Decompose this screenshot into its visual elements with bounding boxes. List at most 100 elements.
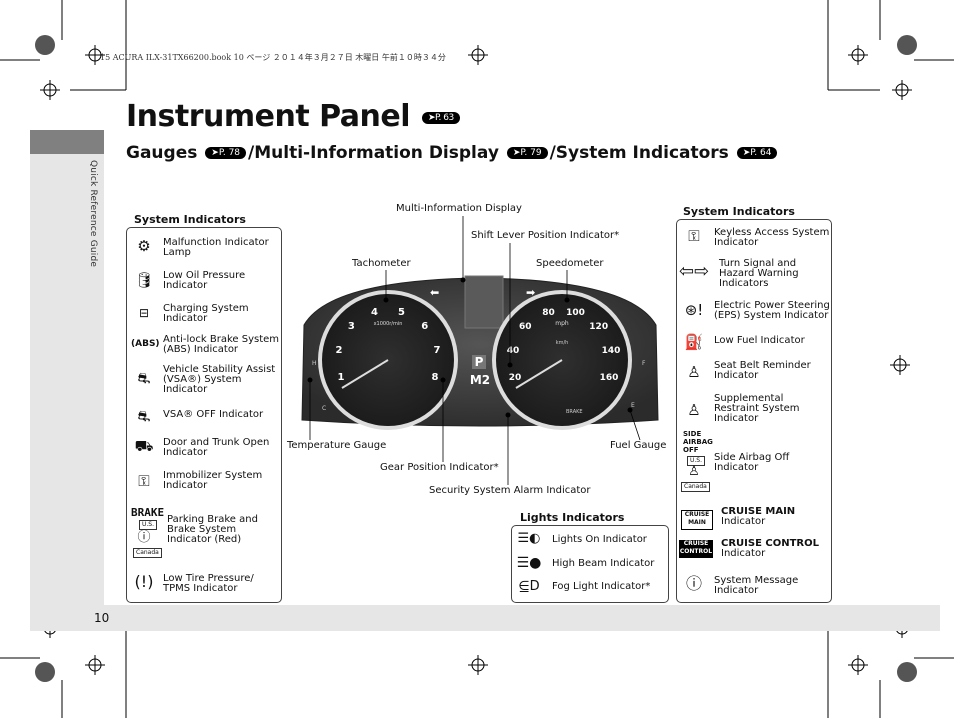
left-item-label: Vehicle Stability Assist (VSA®) System I… — [163, 364, 276, 395]
tire-pressure-icon: (!) — [134, 572, 154, 591]
dial-numeral: 40 — [507, 346, 520, 356]
callout-fuel: Fuel Gauge — [610, 440, 667, 451]
gauges-page-ref-link[interactable]: P. 78 — [205, 147, 247, 159]
us-badge: U.S. — [687, 456, 706, 466]
right-item-label: Indicator — [721, 548, 766, 559]
lights-box-title: Lights Indicators — [520, 511, 625, 524]
steering-icon: ⊛! — [684, 301, 704, 319]
side-airbag-canada-icon: ♙ — [688, 464, 700, 479]
lights-on-icon: ☰◐ — [517, 531, 541, 546]
sidebar-label: Quick Reference Guide — [88, 160, 98, 268]
left-item-label: Charging System Indicator — [163, 303, 249, 324]
right-item-label: System Message Indicator — [714, 575, 799, 596]
right-box-title: System Indicators — [683, 205, 795, 218]
footer-bar — [30, 605, 940, 631]
right-item-label-bold: CRUISE CONTROL — [721, 538, 819, 549]
right-turn-arrow-icon: ➡ — [526, 286, 535, 299]
temp-c-label: C — [322, 405, 326, 412]
page-title-text: Instrument Panel — [126, 99, 411, 134]
battery-icon: ⊟ — [138, 306, 150, 320]
airbag-icon: ♙ — [687, 401, 701, 419]
skid-car-icon: ⛐ — [137, 369, 151, 387]
lights-indicators-box: ☰◐ Lights On Indicator ☰● High Beam Indi… — [511, 525, 669, 603]
dial-numeral: 1 — [338, 372, 345, 383]
callout-security: Security System Alarm Indicator — [429, 485, 591, 496]
cruise-control-icon: CRUISE CONTROL — [679, 540, 713, 558]
fog-light-icon: ⋸D — [518, 579, 540, 594]
temp-h-label: H — [312, 360, 317, 367]
right-item-label-bold: CRUISE MAIN — [721, 506, 796, 517]
callout-gear: Gear Position Indicator* — [380, 462, 499, 473]
oil-can-icon: 🛢 — [134, 271, 154, 289]
tach-unit-label: x1000r/min — [374, 321, 403, 327]
brake-icon: BRAKE — [131, 506, 165, 519]
brake-small-label: BRAKE — [566, 409, 583, 415]
brake-circle-icon: ⓘ — [137, 530, 151, 545]
high-beam-icon: ☰● — [516, 555, 542, 571]
dial-numeral: 140 — [602, 346, 621, 356]
right-item-label: Low Fuel Indicator — [714, 335, 805, 346]
left-item-label: Parking Brake and Brake System Indicator… — [167, 514, 258, 545]
callout-tachometer: Tachometer — [352, 258, 411, 269]
dial-numeral: 2 — [336, 345, 343, 356]
right-item-label: Indicator — [721, 516, 766, 527]
right-indicators-box: ⚿ Keyless Access System Indicator ⇦⇨ Tur… — [676, 219, 832, 603]
abs-icon: (ABS) — [131, 339, 160, 349]
vsa-off-icon: ⛐ — [137, 407, 151, 425]
speed-unit-label: mph — [555, 320, 569, 327]
dial-numeral: 120 — [589, 322, 608, 332]
dial-numeral: 60 — [519, 322, 532, 332]
engine-icon: ⚙ — [137, 237, 151, 255]
left-indicators-box: ⚙ Malfunction Indicator Lamp 🛢 Low Oil P… — [126, 227, 282, 603]
right-item-label: Keyless Access System Indicator — [714, 227, 830, 248]
left-item-label: Malfunction Indicator Lamp — [163, 237, 269, 258]
print-header: 15 ACURA ILX-31TX66200.book 10 ページ ２０１４年… — [100, 53, 446, 62]
callout-speedometer: Speedometer — [536, 258, 604, 269]
left-item-label: Immobilizer System Indicator — [163, 470, 263, 491]
us-badge: U.S. — [139, 520, 158, 530]
kmh-unit-label: km/h — [556, 340, 569, 346]
callout-temperature: Temperature Gauge — [287, 440, 387, 451]
dial-numeral: 6 — [421, 321, 428, 332]
fuel-f-label: F — [642, 360, 646, 367]
page-number: 10 — [94, 611, 110, 625]
page-subtitle: Gauges P. 78/Multi-Information Display P… — [126, 143, 779, 163]
seatbelt-icon: ♙ — [687, 363, 701, 381]
key-icon: ⚿ — [138, 472, 150, 490]
left-item-label: VSA® OFF Indicator — [163, 409, 264, 420]
lights-item-label: Fog Light Indicator* — [552, 581, 651, 592]
system-page-ref-link[interactable]: P. 64 — [736, 147, 778, 159]
keyless-icon: ⚿ — [688, 227, 700, 245]
mid-page-ref-link[interactable]: P. 79 — [506, 147, 548, 159]
left-item-label: Low Tire Pressure/ TPMS Indicator — [163, 573, 254, 594]
dial-numeral: 80 — [542, 308, 555, 318]
left-box-title: System Indicators — [134, 213, 246, 226]
dial-numeral: 3 — [348, 321, 355, 332]
cruise-main-icon: CRUISE MAIN — [681, 510, 713, 530]
subtitle-mid: /Multi-Information Display — [248, 143, 499, 163]
right-item-label: Side Airbag Off Indicator — [714, 452, 790, 473]
left-item-label: Low Oil Pressure Indicator — [163, 270, 246, 291]
dial-numeral: 7 — [434, 345, 441, 356]
left-item-label: Anti-lock Brake System (ABS) Indicator — [163, 334, 280, 355]
title-page-ref-link[interactable]: P. 63 — [421, 111, 460, 124]
page-title: Instrument Panel P. 63 — [126, 99, 462, 134]
callout-shift: Shift Lever Position Indicator* — [471, 230, 620, 241]
tachometer-needle — [341, 359, 389, 389]
side-airbag-off-icon: SIDE AIRBAG OFF — [683, 430, 713, 454]
callout-mid: Multi-Information Display — [396, 203, 522, 214]
gear-m2: M2 — [470, 373, 490, 387]
canada-badge: Canada — [681, 482, 710, 492]
dial-numeral: 4 — [371, 307, 378, 318]
fuel-pump-icon: ⛽ — [684, 333, 704, 351]
gear-p: P — [475, 355, 484, 369]
left-item-label: Door and Trunk Open Indicator — [163, 437, 270, 458]
mid-screen — [464, 275, 504, 329]
sidebar-tab — [30, 130, 104, 154]
gear-p-box — [472, 355, 486, 369]
fuel-e-label: E — [631, 402, 635, 409]
canada-badge: Canada — [133, 548, 162, 558]
dial-numeral: 8 — [432, 372, 439, 383]
